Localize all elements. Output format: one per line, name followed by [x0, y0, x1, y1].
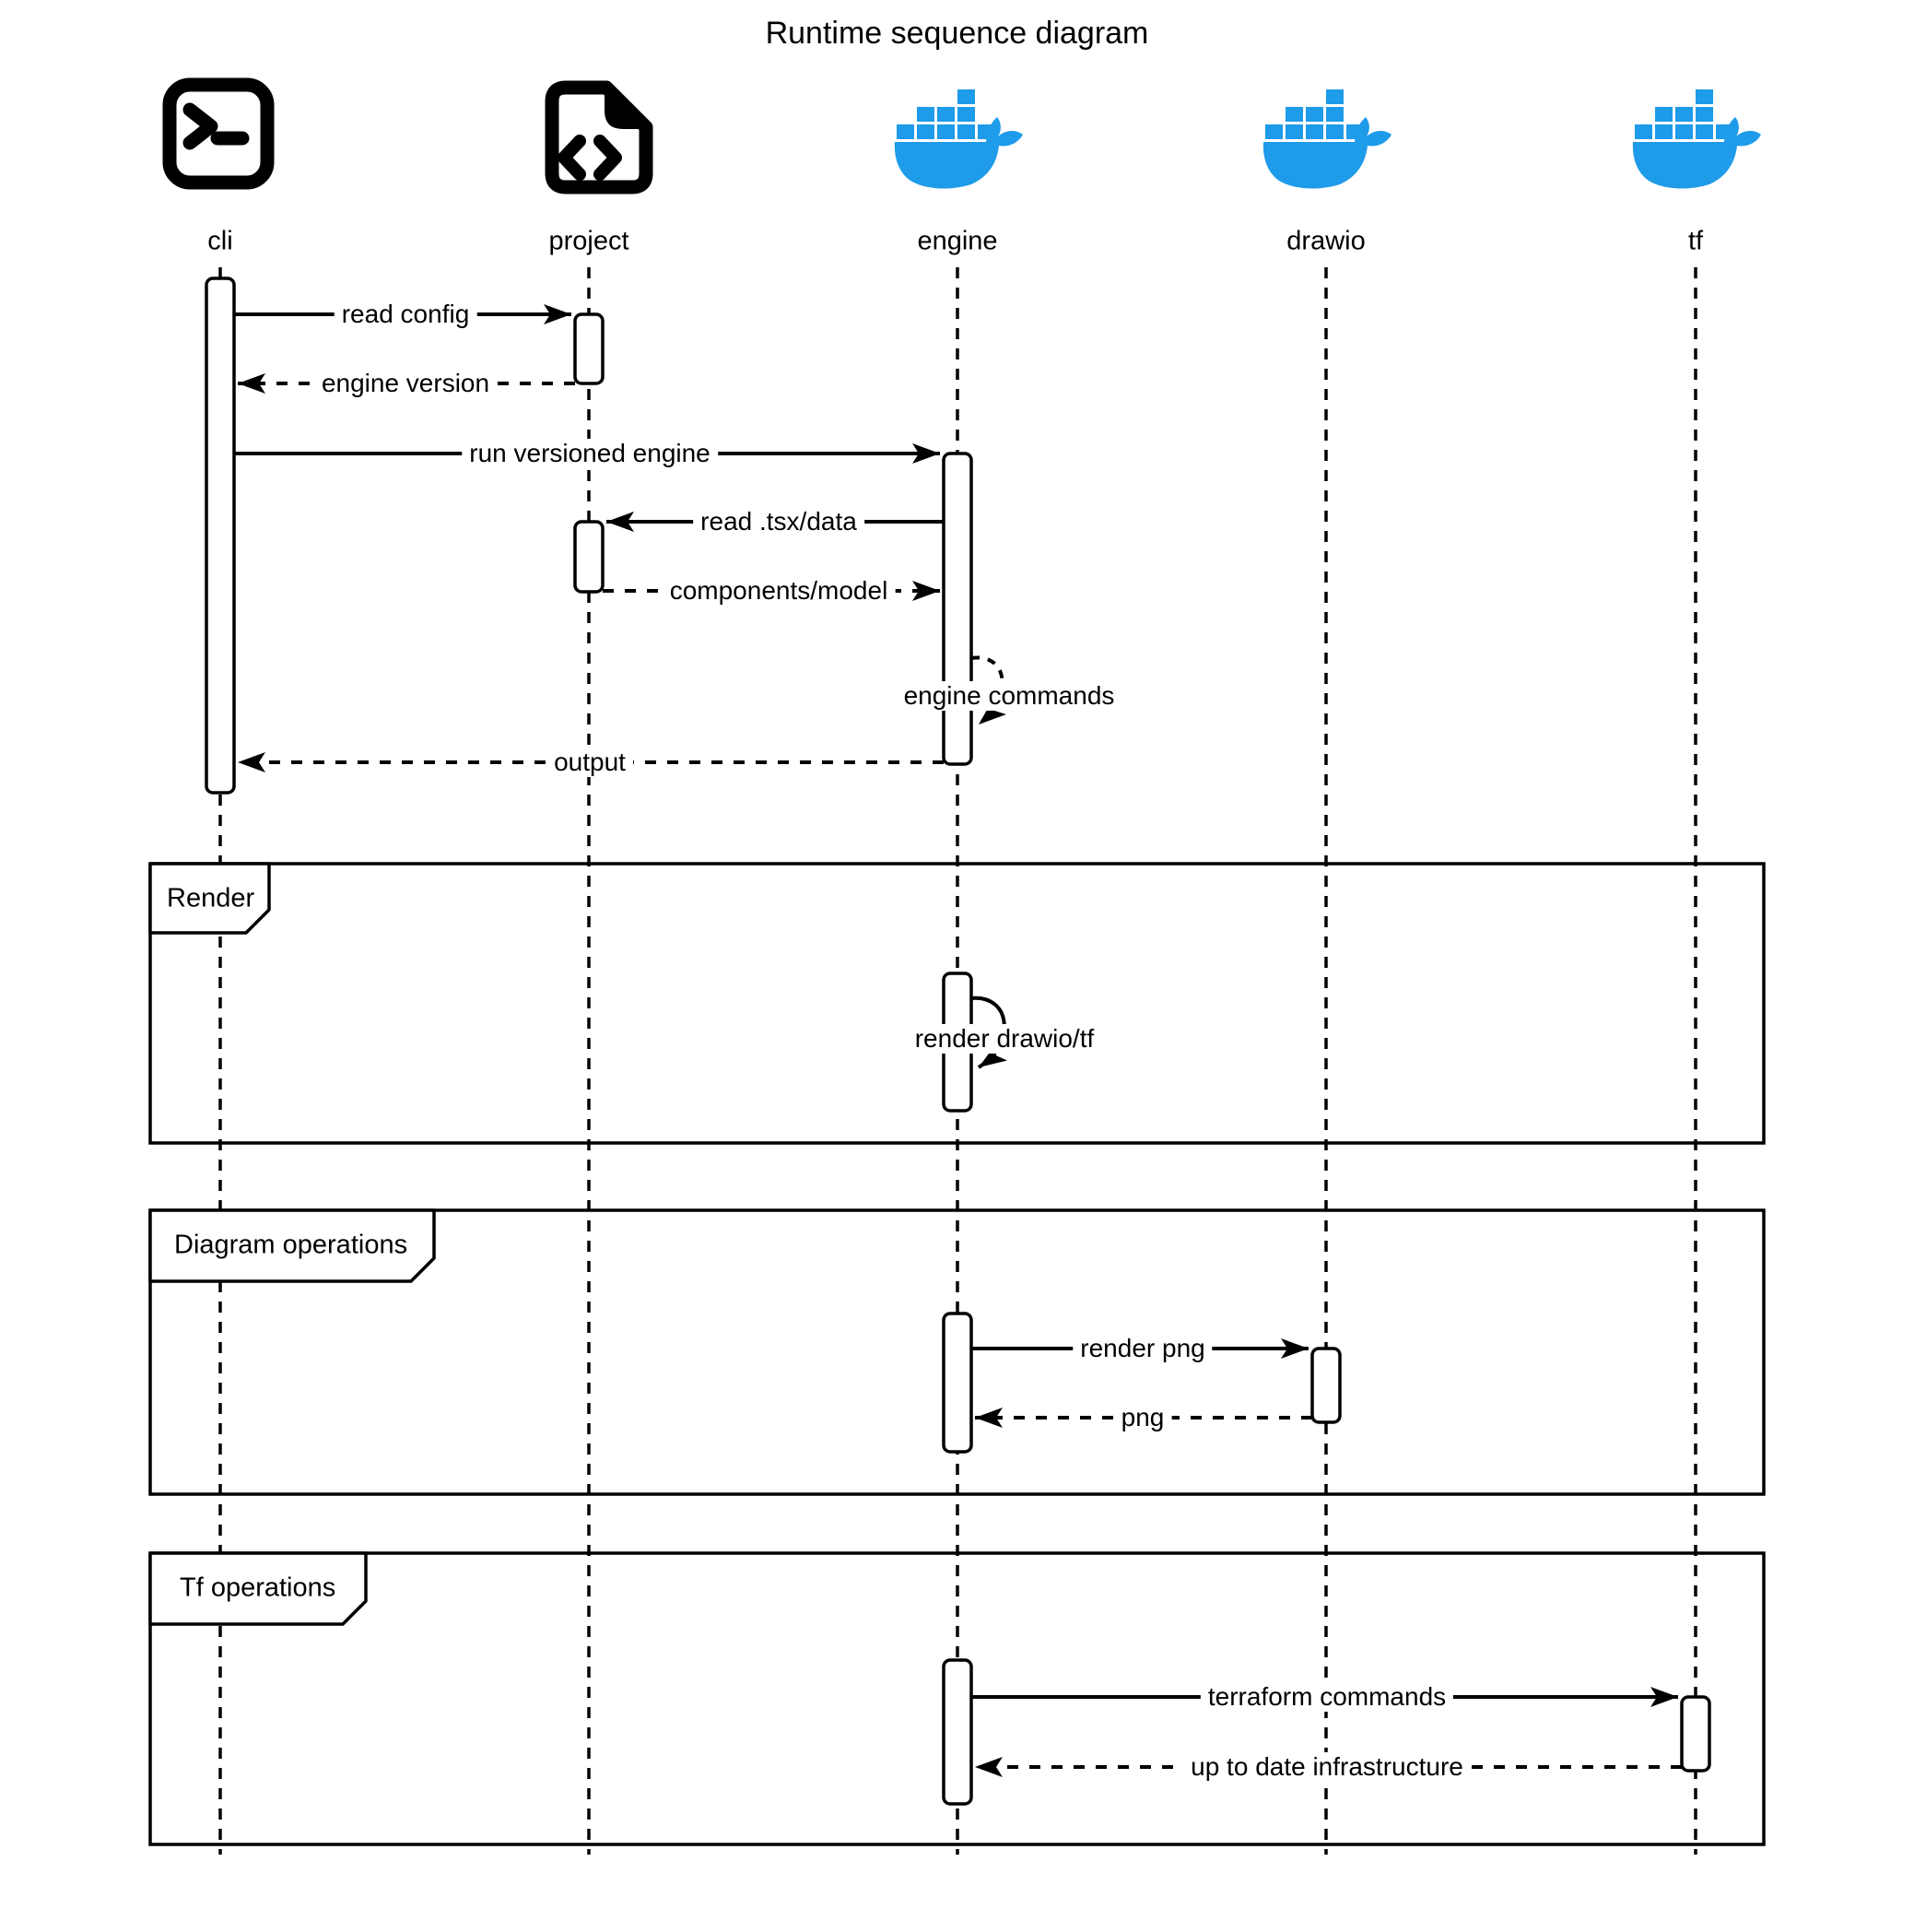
- docker-whale-icon: [1262, 89, 1391, 189]
- arrow-render-drawio-tf-self: [970, 995, 1008, 1069]
- docker-whale-icon: [1632, 89, 1761, 189]
- activation-cli: [205, 277, 236, 795]
- message-label-render-png: render png: [1073, 1334, 1213, 1363]
- message-label-output: output: [546, 748, 633, 777]
- actor-label-drawio: drawio: [1286, 226, 1366, 256]
- message-label-terraform-commands: terraform commands: [1200, 1682, 1454, 1712]
- frame-tf-operations-tag: [148, 1551, 368, 1626]
- message-label-read-config: read config: [334, 300, 477, 329]
- activation-engine-1: [942, 452, 973, 766]
- frame-label-render: Render: [167, 883, 255, 913]
- frame-tf-operations: [148, 1551, 1766, 1846]
- frame-render-tag: [148, 862, 271, 935]
- activation-project-1: [573, 312, 605, 385]
- message-label-render-drawio-tf: render drawio/tf: [907, 1024, 1102, 1054]
- actor-label-project: project: [548, 226, 629, 256]
- activation-tf: [1680, 1695, 1711, 1773]
- message-label-read-tsx-data: read .tsx/data: [693, 507, 864, 536]
- activation-engine-diagram: [942, 1312, 973, 1454]
- frame-diagram-operations: [148, 1208, 1766, 1496]
- activation-engine-tf: [942, 1658, 973, 1806]
- message-label-engine-version: engine version: [313, 369, 498, 398]
- message-label-components-model: components/model: [662, 576, 896, 606]
- frame-label-diagram-operations: Diagram operations: [174, 1230, 408, 1260]
- frame-label-tf-operations: Tf operations: [180, 1573, 336, 1603]
- message-label-up-to-date-infrastructure: up to date infrastructure: [1183, 1752, 1471, 1782]
- frame-render: [148, 862, 1766, 1145]
- page-title: Runtime sequence diagram: [765, 16, 1149, 51]
- actor-label-cli: cli: [207, 226, 233, 256]
- actor-label-tf: tf: [1687, 226, 1704, 256]
- docker-whale-icon: [894, 89, 1023, 189]
- activation-project-2: [573, 520, 605, 594]
- frame-diagram-operations-tag: [148, 1208, 436, 1283]
- message-label-engine-commands: engine commands: [896, 681, 1122, 711]
- file-code-icon: [545, 80, 653, 194]
- actor-label-engine: engine: [917, 226, 998, 256]
- activation-drawio: [1310, 1347, 1342, 1424]
- message-label-png: png: [1113, 1403, 1172, 1432]
- message-label-run-versioned-engine: run versioned engine: [462, 439, 718, 468]
- arrow-engine-commands-self: [970, 655, 1006, 726]
- terminal-icon: [162, 77, 275, 190]
